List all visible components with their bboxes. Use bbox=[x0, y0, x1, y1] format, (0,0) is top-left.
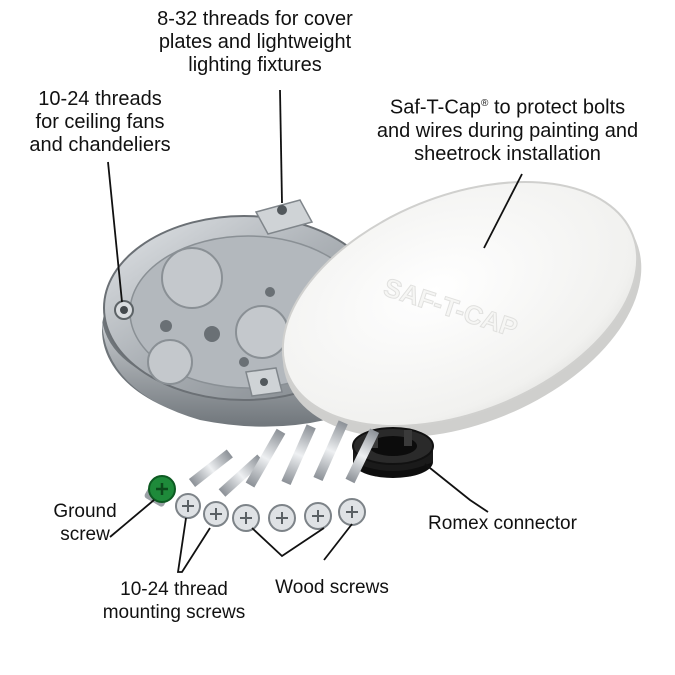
label-line: Romex connector bbox=[428, 513, 577, 534]
leader-romex bbox=[424, 463, 489, 513]
leader-wood-2 bbox=[323, 523, 353, 561]
label-line: for ceiling fans bbox=[35, 111, 165, 133]
label-line: plates and lightweight bbox=[158, 31, 352, 53]
label-line: lighting fixtures bbox=[188, 54, 322, 76]
label-text: to protect bolts bbox=[488, 96, 626, 119]
label-line: and chandeliers bbox=[29, 134, 171, 156]
brand-name: Saf-T-Cap bbox=[389, 96, 482, 119]
label-line: Saf-T-Cap® to protect bolts bbox=[340, 92, 675, 120]
leader-ground bbox=[109, 499, 155, 538]
label-line: 8-32 threads for cover bbox=[157, 8, 353, 30]
leader-cap bbox=[483, 173, 523, 249]
label-mounting-screws: 10-24 thread mounting screws bbox=[74, 578, 274, 624]
label-line: 10-24 thread bbox=[120, 579, 228, 600]
label-romex-connector: Romex connector bbox=[400, 512, 605, 535]
mounting-screws bbox=[175, 449, 264, 527]
ground-screw bbox=[144, 475, 176, 507]
label-line: sheetrock installation bbox=[414, 142, 601, 165]
label-832-threads: 8-32 threads for cover plates and lightw… bbox=[110, 8, 400, 77]
wood-screws bbox=[232, 420, 380, 532]
label-line: 10-24 threads bbox=[38, 88, 162, 110]
registered-mark: ® bbox=[481, 98, 489, 109]
leader-1024 bbox=[107, 161, 123, 303]
leader-832 bbox=[279, 89, 283, 204]
leader-mount bbox=[176, 517, 211, 573]
label-line: Ground bbox=[53, 501, 117, 522]
saf-t-cap: SAF-T-CAP bbox=[281, 181, 642, 438]
label-line: and wires during painting and bbox=[376, 119, 639, 142]
label-wood-screws: Wood screws bbox=[252, 576, 412, 599]
label-1024-threads: 10-24 threads for ceiling fans and chand… bbox=[0, 88, 200, 157]
leader-lines bbox=[107, 89, 523, 573]
label-ground-screw: Ground screw bbox=[30, 500, 140, 546]
label-line: screw bbox=[60, 524, 110, 545]
leader-wood bbox=[251, 527, 325, 558]
label-line: mounting screws bbox=[102, 602, 246, 623]
label-saf-t-cap: Saf-T-Cap® to protect bolts and wires du… bbox=[340, 92, 675, 166]
label-line: Wood screws bbox=[275, 577, 389, 598]
